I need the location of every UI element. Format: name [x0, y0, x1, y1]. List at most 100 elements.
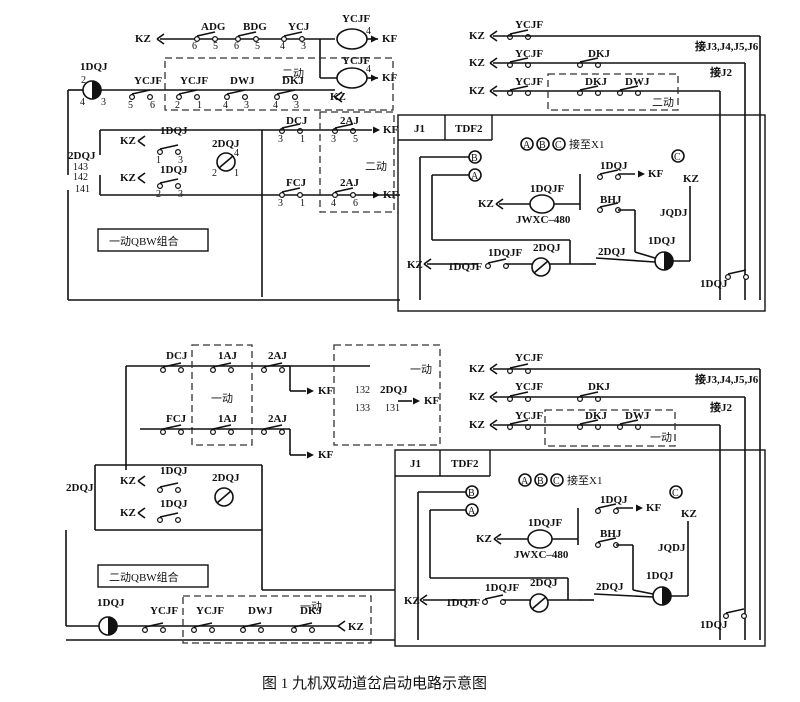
svg-text:6: 6: [353, 198, 358, 209]
svg-text:2: 2: [212, 168, 217, 179]
svg-text:一动: 一动: [300, 600, 322, 613]
svg-text:KZ: KZ: [330, 91, 346, 103]
svg-text:6: 6: [150, 100, 155, 111]
svg-text:2AJ: 2AJ: [340, 115, 359, 127]
group-label-bottom: 二动QBW组合: [109, 570, 179, 584]
svg-text:2DQJ: 2DQJ: [530, 577, 558, 589]
bdg-label: BDG: [243, 21, 267, 33]
svg-text:1: 1: [300, 134, 305, 145]
svg-text:2: 2: [175, 100, 180, 111]
group-label-top: 一动QBW组合: [109, 234, 179, 248]
svg-text:1DQJ: 1DQJ: [700, 619, 728, 631]
svg-text:DKJ: DKJ: [585, 76, 608, 88]
svg-text:C: C: [555, 140, 562, 151]
svg-text:B: B: [539, 140, 546, 151]
svg-text:131: 131: [385, 403, 400, 414]
svg-text:5: 5: [353, 134, 358, 145]
svg-text:4: 4: [80, 97, 85, 108]
svg-text:YCJF: YCJF: [515, 76, 543, 88]
svg-text:133: 133: [355, 403, 370, 414]
panel-top: J1 TDF2 KZ YCJF 接J3,J4,J5,J6 KZ YCJF DKJ…: [397, 19, 766, 312]
svg-text:6: 6: [234, 41, 239, 52]
svg-text:YCJF: YCJF: [134, 75, 162, 87]
svg-text:DCJ: DCJ: [286, 115, 308, 127]
dqj1-label: 1DQJ: [80, 61, 108, 73]
svg-text:KZ: KZ: [120, 135, 136, 147]
svg-text:KZ: KZ: [476, 533, 492, 545]
svg-text:2AJ: 2AJ: [268, 413, 287, 425]
svg-text:1DQJF: 1DQJF: [448, 261, 483, 273]
svg-text:1DQJ: 1DQJ: [97, 597, 125, 609]
svg-text:2DQJ: 2DQJ: [212, 138, 240, 150]
svg-text:2DQJ: 2DQJ: [596, 581, 624, 593]
svg-text:KZ: KZ: [407, 259, 423, 271]
svg-text:4: 4: [366, 26, 371, 37]
svg-text:YCJF: YCJF: [196, 605, 224, 617]
svg-text:KF: KF: [383, 124, 399, 136]
svg-text:3: 3: [101, 97, 106, 108]
svg-text:YCJF: YCJF: [342, 13, 370, 25]
svg-text:2DQJ: 2DQJ: [68, 150, 96, 162]
svg-text:4: 4: [366, 64, 371, 75]
svg-text:3: 3: [244, 100, 249, 111]
svg-text:二动: 二动: [282, 67, 304, 80]
svg-text:KZ: KZ: [404, 595, 420, 607]
svg-text:1DQJF: 1DQJF: [446, 597, 481, 609]
svg-text:2DQJ: 2DQJ: [598, 246, 626, 258]
svg-text:DKJ: DKJ: [588, 381, 611, 393]
svg-text:4: 4: [331, 198, 336, 209]
svg-text:接至X1: 接至X1: [567, 474, 602, 487]
svg-text:接J3,J4,J5,J6: 接J3,J4,J5,J6: [695, 372, 759, 386]
svg-text:接J3,J4,J5,J6: 接J3,J4,J5,J6: [695, 39, 759, 53]
svg-text:4: 4: [280, 41, 285, 52]
svg-text:JWXC–480: JWXC–480: [516, 214, 571, 226]
svg-text:KZ: KZ: [469, 419, 485, 431]
svg-text:2DQJ: 2DQJ: [212, 472, 240, 484]
svg-text:3: 3: [294, 100, 299, 111]
svg-text:KZ: KZ: [681, 508, 697, 520]
svg-text:5: 5: [128, 100, 133, 111]
svg-text:1DQJF: 1DQJF: [488, 247, 523, 259]
svg-text:YCJF: YCJF: [150, 605, 178, 617]
svg-text:1: 1: [197, 100, 202, 111]
svg-text:FCJ: FCJ: [166, 413, 187, 425]
svg-text:1: 1: [234, 168, 239, 179]
svg-text:JQDJ: JQDJ: [658, 542, 686, 554]
svg-text:TDF2: TDF2: [455, 123, 483, 135]
svg-text:4: 4: [223, 100, 228, 111]
svg-text:YCJF: YCJF: [515, 19, 543, 31]
svg-text:1DQJ: 1DQJ: [648, 235, 676, 247]
svg-text:1DQJ: 1DQJ: [160, 465, 188, 477]
svg-text:DKJ: DKJ: [282, 75, 305, 87]
svg-text:2: 2: [81, 75, 86, 86]
svg-text:1DQJ: 1DQJ: [646, 570, 674, 582]
svg-text:KZ: KZ: [348, 621, 364, 633]
svg-text:1: 1: [156, 155, 161, 166]
svg-text:KF: KF: [382, 33, 398, 45]
svg-text:KF: KF: [383, 189, 399, 201]
svg-text:3: 3: [278, 134, 283, 145]
svg-text:KF: KF: [382, 72, 398, 84]
ycj-label: YCJ: [288, 21, 310, 33]
svg-text:BHJ: BHJ: [600, 528, 622, 540]
svg-text:DKJ: DKJ: [300, 605, 323, 617]
svg-text:A: A: [521, 476, 529, 487]
svg-text:4: 4: [273, 100, 278, 111]
top-circuit: KZ ADG 6 5 BDG 6 5 YCJ 4 3 YCJF KF 4 YCJ…: [67, 13, 400, 301]
svg-text:1DQJ: 1DQJ: [700, 278, 728, 290]
svg-text:接J2: 接J2: [710, 400, 732, 414]
svg-text:DKJ: DKJ: [588, 48, 611, 60]
svg-text:3: 3: [331, 134, 336, 145]
svg-text:KZ: KZ: [478, 198, 494, 210]
svg-text:KZ: KZ: [469, 30, 485, 42]
svg-text:YCJF: YCJF: [180, 75, 208, 87]
svg-text:1AJ: 1AJ: [218, 413, 237, 425]
svg-text:二动: 二动: [365, 160, 387, 173]
svg-text:2DQJ: 2DQJ: [380, 384, 408, 396]
svg-text:KF: KF: [318, 449, 334, 461]
svg-text:2AJ: 2AJ: [268, 350, 287, 362]
svg-text:二动: 二动: [652, 96, 674, 109]
svg-text:KF: KF: [424, 395, 440, 407]
svg-text:KZ: KZ: [469, 391, 485, 403]
svg-text:3: 3: [301, 41, 306, 52]
